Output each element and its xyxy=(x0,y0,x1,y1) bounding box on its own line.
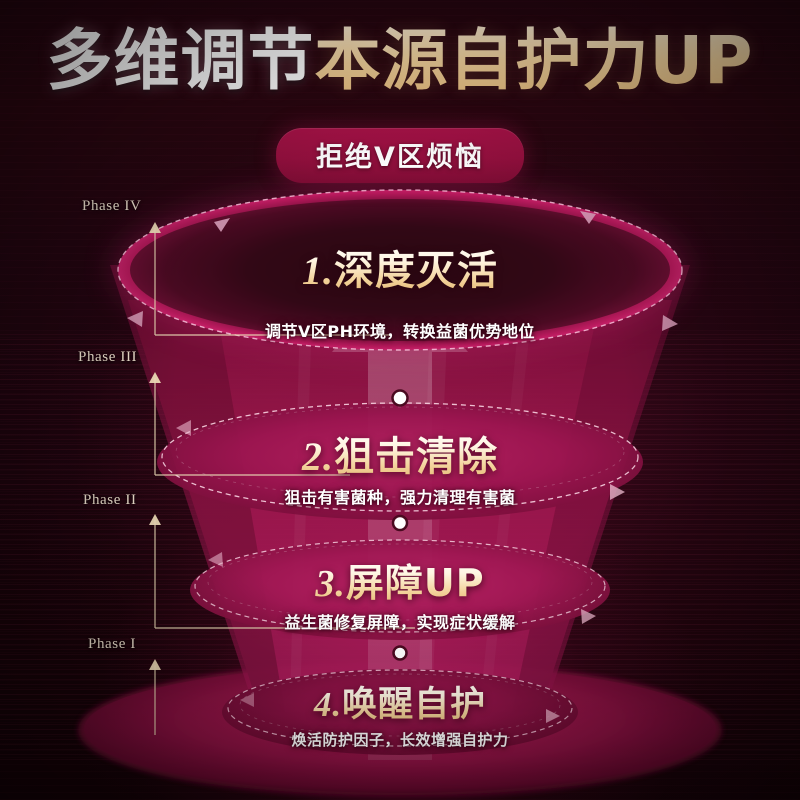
stage-1-subtitle: 调节V区PH环境，转换益菌优势地位 xyxy=(264,322,535,341)
stage-4-title: 4.唤醒自护 xyxy=(0,676,800,727)
phase-label-2: Phase II xyxy=(83,492,137,508)
stage-1-title: 1.深度灭活 xyxy=(0,238,800,296)
title-gold-part: 本源自护力UP xyxy=(314,22,754,99)
title-white-part: 多维调节 xyxy=(46,22,315,99)
stage-3-number: 3. xyxy=(315,563,346,605)
funnel-stage-1[interactable]: 1.深度灭活 调节V区PH环境，转换益菌优势地位 xyxy=(0,238,800,342)
stage-2-subtitle: 狙击有害菌种，强力清理有害菌 xyxy=(284,488,516,507)
stage-2-number: 2. xyxy=(302,434,334,479)
stage-2-title: 2.狙击清除 xyxy=(0,424,800,482)
subtitle-pill-label: 拒绝V区烦恼 xyxy=(316,142,484,173)
stage-3-title-text: 屏障UP xyxy=(345,561,485,605)
subtitle-pill-badge[interactable]: 拒绝V区烦恼 xyxy=(276,128,524,183)
stage-4-number: 4. xyxy=(313,685,343,724)
phase-label-3: Phase III xyxy=(78,349,138,365)
stage-1-title-text: 深度灭活 xyxy=(334,248,498,294)
stage-2-title-text: 狙击清除 xyxy=(334,434,498,480)
stage-1-number: 1. xyxy=(302,248,334,293)
stage-3-subtitle: 益生菌修复屏障，实现症状缓解 xyxy=(284,613,516,632)
funnel-stage-3[interactable]: 3.屏障UP 益生菌修复屏障，实现症状缓解 xyxy=(0,552,800,633)
funnel-stage-4[interactable]: 4.唤醒自护 焕活防护因子，长效增强自护力 xyxy=(0,676,800,750)
stage-4-title-text: 唤醒自护 xyxy=(342,685,487,725)
stage-4-subtitle: 焕活防护因子，长效增强自护力 xyxy=(291,731,509,749)
funnel-ring-4 xyxy=(222,669,578,755)
funnel-stage-2[interactable]: 2.狙击清除 狙击有害菌种，强力清理有害菌 xyxy=(0,424,800,508)
phase-label-1: Phase I xyxy=(88,636,136,652)
stage-connector-dots xyxy=(391,389,409,661)
page-title: 多维调节本源自护力UP xyxy=(0,22,800,100)
phase-label-4: Phase IV xyxy=(82,198,142,214)
stage-3-title: 3.屏障UP xyxy=(0,552,800,607)
